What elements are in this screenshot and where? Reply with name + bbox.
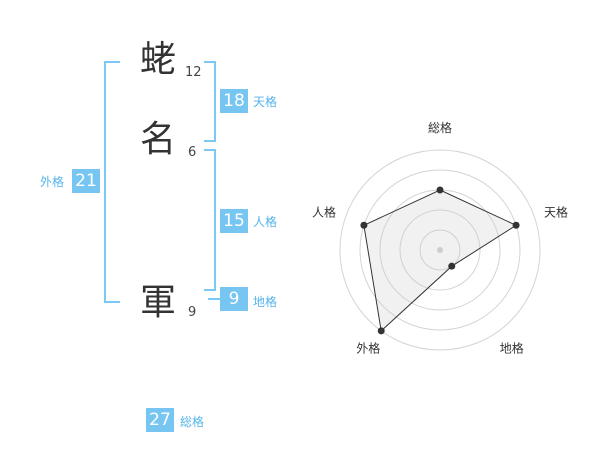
name-char-1: 蛯 (140, 39, 177, 80)
radar-point-4 (377, 327, 385, 335)
radar-point-1 (436, 186, 444, 194)
gaikaku-label: 外格 (40, 175, 65, 189)
radar-ring (419, 229, 461, 271)
radar-rings (339, 149, 541, 351)
name-char-1-strokes: 12 (185, 65, 202, 80)
jinkaku-label: 人格 (253, 215, 278, 229)
name-char-3: 軍 (140, 282, 177, 323)
tenkaku-value: 18 (220, 89, 248, 113)
radar-axis-label-2: 天格 (544, 204, 568, 219)
tenkaku-bracket (204, 61, 216, 142)
radar-axis-label-5: 人格 (312, 204, 336, 219)
radar-center-dot (437, 247, 443, 253)
jinkaku-bracket (204, 149, 216, 291)
name-char-3-strokes: 9 (188, 305, 197, 320)
radar-polygon-layer (363, 189, 518, 332)
radar-ring (399, 209, 481, 291)
chikaku-connector (208, 298, 220, 300)
radar-polygon (363, 189, 518, 332)
radar-point-2 (512, 221, 520, 229)
name-char-2: 名 (140, 119, 177, 160)
name-char-2-strokes: 6 (188, 145, 197, 160)
soukaku-value: 27 (146, 408, 174, 432)
gaikaku-value: 21 (72, 169, 100, 193)
chikaku-value: 9 (220, 287, 248, 311)
jinkaku-value: 15 (220, 209, 248, 233)
gaikaku-bracket (104, 61, 120, 303)
soukaku-label: 総格 (180, 415, 205, 429)
radar-point-5 (360, 221, 368, 229)
radar-axis-label-4: 外格 (356, 341, 380, 356)
radar-axis-label-1: 総格 (428, 120, 452, 135)
radar-axis-label-3: 地格 (500, 341, 524, 356)
radar-point-3 (448, 262, 456, 270)
tenkaku-label: 天格 (253, 95, 278, 109)
radar-ring (359, 169, 521, 331)
chikaku-label: 地格 (253, 295, 278, 309)
radar-points-layer (360, 186, 520, 335)
